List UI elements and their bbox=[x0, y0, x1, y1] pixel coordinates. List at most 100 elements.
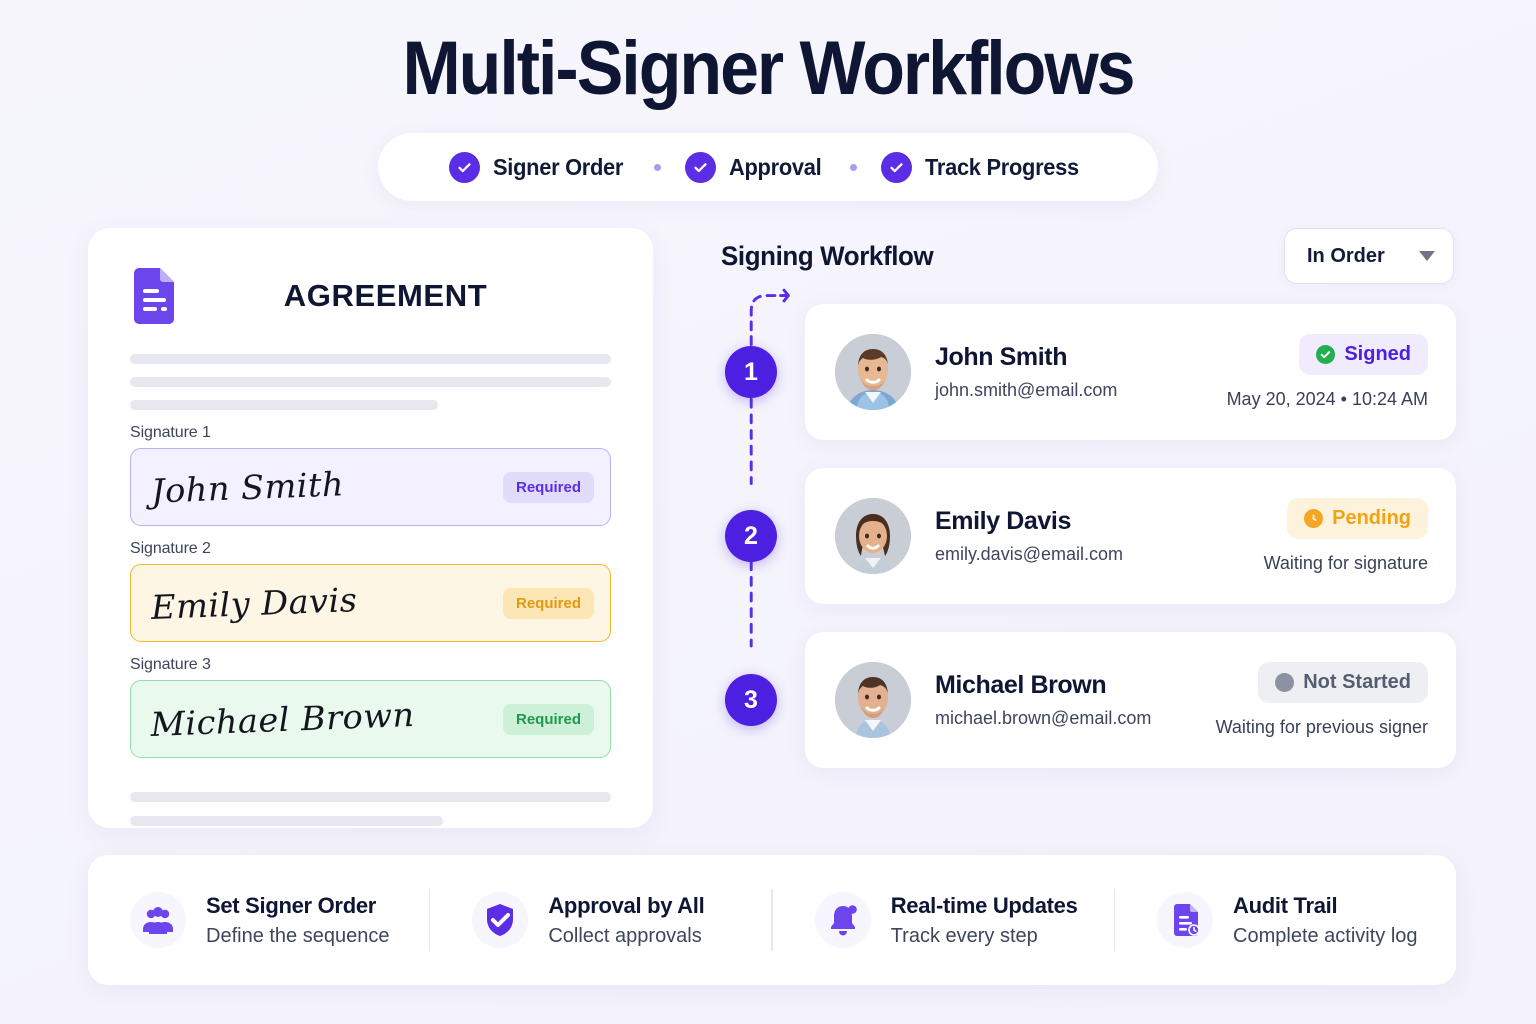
signer-info: John Smith john.smith@email.com bbox=[935, 343, 1227, 401]
signer-email: michael.brown@email.com bbox=[935, 708, 1152, 728]
signer-name: John Smith bbox=[935, 343, 1068, 371]
signature-box[interactable]: Emily Davis Required bbox=[130, 564, 611, 642]
signature-script: Michael Brown bbox=[149, 694, 416, 744]
document-clock-icon bbox=[1157, 892, 1214, 948]
signature-script: Emily Davis bbox=[150, 579, 358, 627]
document-placeholder-lines-top bbox=[130, 354, 611, 410]
feature-real-time-updates[interactable]: Real-time Updates Track every step bbox=[773, 892, 1114, 948]
document-placeholder-lines-bottom bbox=[130, 792, 611, 826]
signer-name: Emily Davis bbox=[935, 507, 1071, 535]
clock-icon bbox=[1304, 509, 1324, 528]
people-group-icon bbox=[130, 892, 186, 948]
check-circle-icon bbox=[684, 151, 716, 183]
required-badge: Required bbox=[502, 703, 594, 735]
status-text: Signed bbox=[1344, 343, 1411, 365]
signer-email: john.smith@email.com bbox=[935, 380, 1118, 400]
step-number-badge: 1 bbox=[725, 346, 777, 398]
document-icon bbox=[130, 267, 178, 325]
pill-label: Approval bbox=[728, 153, 822, 180]
placeholder-line bbox=[130, 792, 611, 802]
signature-field-2[interactable]: Signature 2 Emily Davis Required bbox=[130, 540, 611, 642]
pill-label: Signer Order bbox=[492, 153, 623, 180]
signer-status: Not Started Waiting for previous signer bbox=[1216, 662, 1428, 738]
placeholder-line bbox=[130, 354, 611, 364]
avatar bbox=[835, 662, 911, 738]
signer-email: emily.davis@email.com bbox=[935, 544, 1123, 564]
placeholder-line bbox=[130, 377, 611, 387]
step-number-badge: 2 bbox=[725, 510, 777, 562]
bell-icon bbox=[814, 892, 871, 948]
green-check-icon bbox=[1316, 345, 1336, 364]
feature-summary-bar: Set Signer Order Define the sequence App… bbox=[88, 855, 1456, 985]
avatar bbox=[835, 334, 911, 410]
pill-track-progress[interactable]: Track Progress bbox=[881, 151, 1087, 183]
feature-subtitle: Define the sequence bbox=[206, 924, 390, 947]
status-detail: Waiting for signature bbox=[1263, 553, 1428, 573]
feature-divider bbox=[1113, 889, 1116, 951]
step-number-badge: 3 bbox=[725, 674, 777, 726]
feature-subtitle: Complete activity log bbox=[1233, 924, 1418, 947]
signer-row[interactable]: 3 bbox=[721, 632, 1456, 768]
status-text: Pending bbox=[1332, 507, 1411, 529]
feature-subtitle: Collect approvals bbox=[548, 924, 702, 947]
feature-title: Real-time Updates bbox=[890, 892, 1078, 918]
feature-pill-bar: Signer Order Approval Track Progress bbox=[378, 133, 1158, 202]
placeholder-line bbox=[130, 400, 438, 410]
workflow-title: Signing Workflow bbox=[721, 240, 934, 271]
signer-row[interactable]: 1 bbox=[721, 304, 1456, 440]
signer-info: Emily Davis emily.davis@email.com bbox=[935, 507, 1264, 565]
feature-divider bbox=[771, 889, 773, 951]
feature-set-signer-order[interactable]: Set Signer Order Define the sequence bbox=[88, 892, 429, 948]
page-title: Multi-Signer Workflows bbox=[402, 26, 1135, 111]
shield-check-icon bbox=[472, 892, 529, 948]
pill-separator-dot bbox=[850, 163, 858, 171]
document-title: AGREEMENT bbox=[283, 278, 488, 313]
pill-label: Track Progress bbox=[925, 153, 1080, 180]
check-circle-icon bbox=[448, 151, 480, 183]
signer-timeline: 1 bbox=[721, 288, 1456, 768]
avatar bbox=[835, 498, 911, 574]
status-text: Not Started bbox=[1303, 671, 1411, 693]
status-badge-signed: Signed bbox=[1299, 334, 1428, 375]
agreement-document-card: AGREEMENT Signature 1 John Smith Require… bbox=[88, 228, 653, 828]
signature-field-1[interactable]: Signature 1 John Smith Required bbox=[130, 424, 611, 526]
status-badge-pending: Pending bbox=[1287, 498, 1428, 539]
placeholder-line bbox=[130, 816, 443, 826]
signature-field-3[interactable]: Signature 3 Michael Brown Required bbox=[130, 656, 611, 758]
check-circle-icon bbox=[881, 151, 913, 183]
signature-label: Signature 2 bbox=[130, 540, 211, 557]
feature-subtitle: Track every step bbox=[890, 924, 1038, 947]
feature-audit-trail[interactable]: Audit Trail Complete activity log bbox=[1115, 892, 1456, 948]
feature-title: Audit Trail bbox=[1233, 892, 1338, 918]
pill-separator-dot bbox=[653, 163, 661, 171]
workflow-header: Signing Workflow In Order bbox=[721, 228, 1456, 284]
required-badge: Required bbox=[502, 587, 594, 619]
grey-dot-icon bbox=[1275, 673, 1295, 692]
signer-card-john-smith[interactable]: John Smith john.smith@email.com Signed M… bbox=[805, 304, 1456, 440]
status-detail: May 20, 2024 • 10:24 AM bbox=[1226, 389, 1428, 409]
status-badge-not-started: Not Started bbox=[1258, 662, 1428, 703]
document-header: AGREEMENT bbox=[130, 260, 611, 332]
feature-title: Set Signer Order bbox=[206, 892, 377, 918]
signature-box[interactable]: John Smith Required bbox=[130, 448, 611, 526]
signature-box[interactable]: Michael Brown Required bbox=[130, 680, 611, 758]
required-badge: Required bbox=[502, 471, 594, 503]
signer-card-emily-davis[interactable]: Emily Davis emily.davis@email.com Pendin… bbox=[805, 468, 1456, 604]
feature-title: Approval by All bbox=[548, 892, 705, 918]
chevron-down-icon bbox=[1419, 251, 1435, 261]
signer-status: Signed May 20, 2024 • 10:24 AM bbox=[1227, 334, 1428, 410]
signer-name: Michael Brown bbox=[935, 671, 1107, 699]
pill-signer-order[interactable]: Signer Order bbox=[448, 151, 630, 183]
signature-script: John Smith bbox=[150, 463, 345, 511]
signer-row[interactable]: 2 bbox=[721, 468, 1456, 604]
signing-workflow-panel: Signing Workflow In Order 1 bbox=[721, 228, 1456, 828]
signing-order-value: In Order bbox=[1307, 244, 1385, 267]
signer-card-michael-brown[interactable]: Michael Brown michael.brown@email.com No… bbox=[805, 632, 1456, 768]
feature-divider bbox=[428, 889, 431, 951]
signing-order-select[interactable]: In Order bbox=[1284, 228, 1454, 284]
signer-status: Pending Waiting for signature bbox=[1264, 498, 1428, 574]
signature-label: Signature 3 bbox=[130, 656, 211, 673]
signature-label: Signature 1 bbox=[130, 424, 211, 441]
feature-approval-by-all[interactable]: Approval by All Collect approvals bbox=[430, 892, 771, 948]
pill-approval[interactable]: Approval bbox=[684, 151, 826, 183]
